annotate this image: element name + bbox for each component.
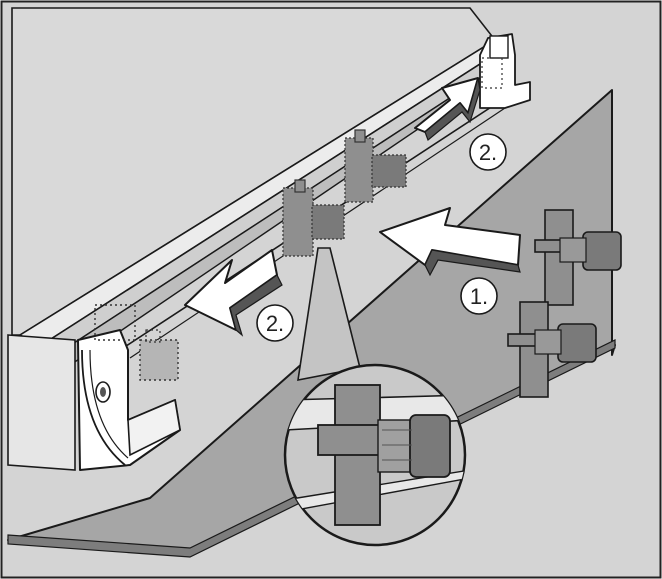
step-label-slide-left: 2. xyxy=(256,304,294,342)
step-label-insert: 1. xyxy=(460,277,498,315)
detail-magnifier xyxy=(283,363,467,547)
mounted-clip-right xyxy=(344,129,407,203)
mounted-clip-left xyxy=(282,179,345,257)
right-end-bracket xyxy=(479,33,531,109)
left-end-bracket xyxy=(77,304,181,471)
left-front-wall xyxy=(7,334,76,471)
svg-text:2.: 2. xyxy=(479,140,497,165)
panel-edge xyxy=(7,339,616,558)
svg-text:1.: 1. xyxy=(470,284,488,309)
step-label-slide-right: 2. xyxy=(469,133,507,171)
left-clip-target xyxy=(139,329,179,381)
loose-clip-upper xyxy=(534,209,622,306)
svg-text:2.: 2. xyxy=(266,311,284,336)
loose-clip-lower xyxy=(507,301,597,398)
